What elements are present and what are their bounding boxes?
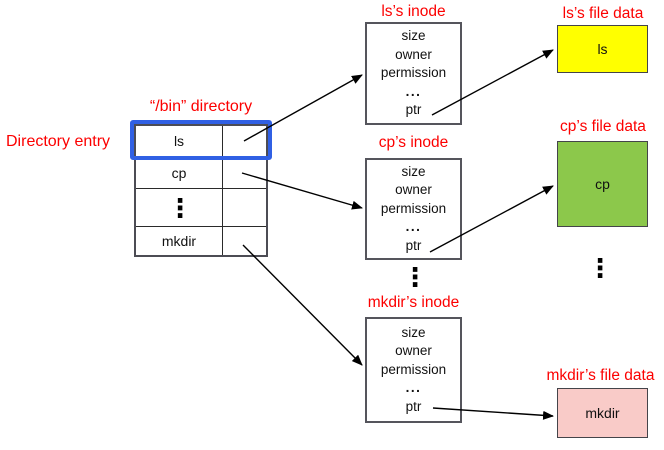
inode-field-ellipsis: ...: [405, 380, 422, 396]
vertical-ellipsis-icon: ⋮: [587, 254, 613, 284]
directory-row-ellipsis-name: [136, 189, 223, 226]
directory-row-ellipsis: [136, 189, 266, 227]
inode-field-permission: permission: [380, 200, 447, 216]
ls-inode-title: ls’s inode: [381, 3, 446, 20]
mkdir-inode-title: mkdir’s inode: [367, 294, 460, 311]
inode-field-size: size: [401, 163, 426, 179]
directory-row-ellipsis-pointer-cell: [223, 189, 266, 226]
inode-field-permission: permission: [380, 65, 447, 81]
directory-row-mkdir: mkdir: [136, 227, 266, 255]
inode-field-ptr: ptr: [405, 102, 422, 118]
inode-field-size: size: [401, 28, 426, 44]
inode-field-ptr: ptr: [405, 237, 422, 253]
mkdir-file-data-text: mkdir: [585, 405, 620, 421]
directory-row-ls-name: ls: [136, 126, 223, 156]
directory-row-cp-name: cp: [136, 157, 223, 188]
directory-row-mkdir-name: mkdir: [136, 227, 223, 255]
inode-field-permission: permission: [380, 361, 447, 377]
cp-inode-title: cp’s inode: [378, 134, 449, 151]
directory-entry-highlight: [130, 120, 272, 160]
directory-row-cp-pointer-cell: [223, 157, 266, 188]
ls-file-data-title: ls’s file data: [562, 5, 644, 22]
inode-field-ellipsis: ...: [405, 83, 422, 99]
vertical-ellipsis-icon: ⋮: [167, 194, 193, 224]
ls-file-data-text: ls: [597, 41, 608, 57]
inode-field-size: size: [401, 324, 426, 340]
vertical-ellipsis-icon: ⋮: [402, 263, 428, 293]
inode-field-ptr: ptr: [405, 398, 422, 414]
cp-file-data-text: cp: [595, 176, 610, 192]
cp-file-data-title: cp’s file data: [560, 118, 646, 135]
inode-field-ellipsis: ...: [405, 219, 422, 235]
cp-file-data-box: cp: [557, 141, 648, 227]
mkdir-inode-box: size owner permission ... ptr: [365, 317, 462, 423]
mkdir-file-data-title: mkdir’s file data: [546, 367, 655, 384]
mkdir-file-data-box: mkdir: [557, 388, 648, 438]
ls-file-data-box: ls: [557, 25, 648, 73]
directory-row-mkdir-pointer-cell: [223, 227, 266, 255]
inode-field-owner: owner: [395, 46, 432, 62]
directory-row-cp: cp: [136, 157, 266, 189]
inode-field-owner: owner: [395, 343, 432, 359]
directory-entry-label: Directory entry: [6, 133, 111, 150]
inode-field-owner: owner: [395, 182, 432, 198]
bin-directory-title: “/bin” directory: [149, 98, 253, 115]
ls-inode-box: size owner permission ... ptr: [365, 22, 462, 125]
cp-inode-box: size owner permission ... ptr: [365, 158, 462, 260]
